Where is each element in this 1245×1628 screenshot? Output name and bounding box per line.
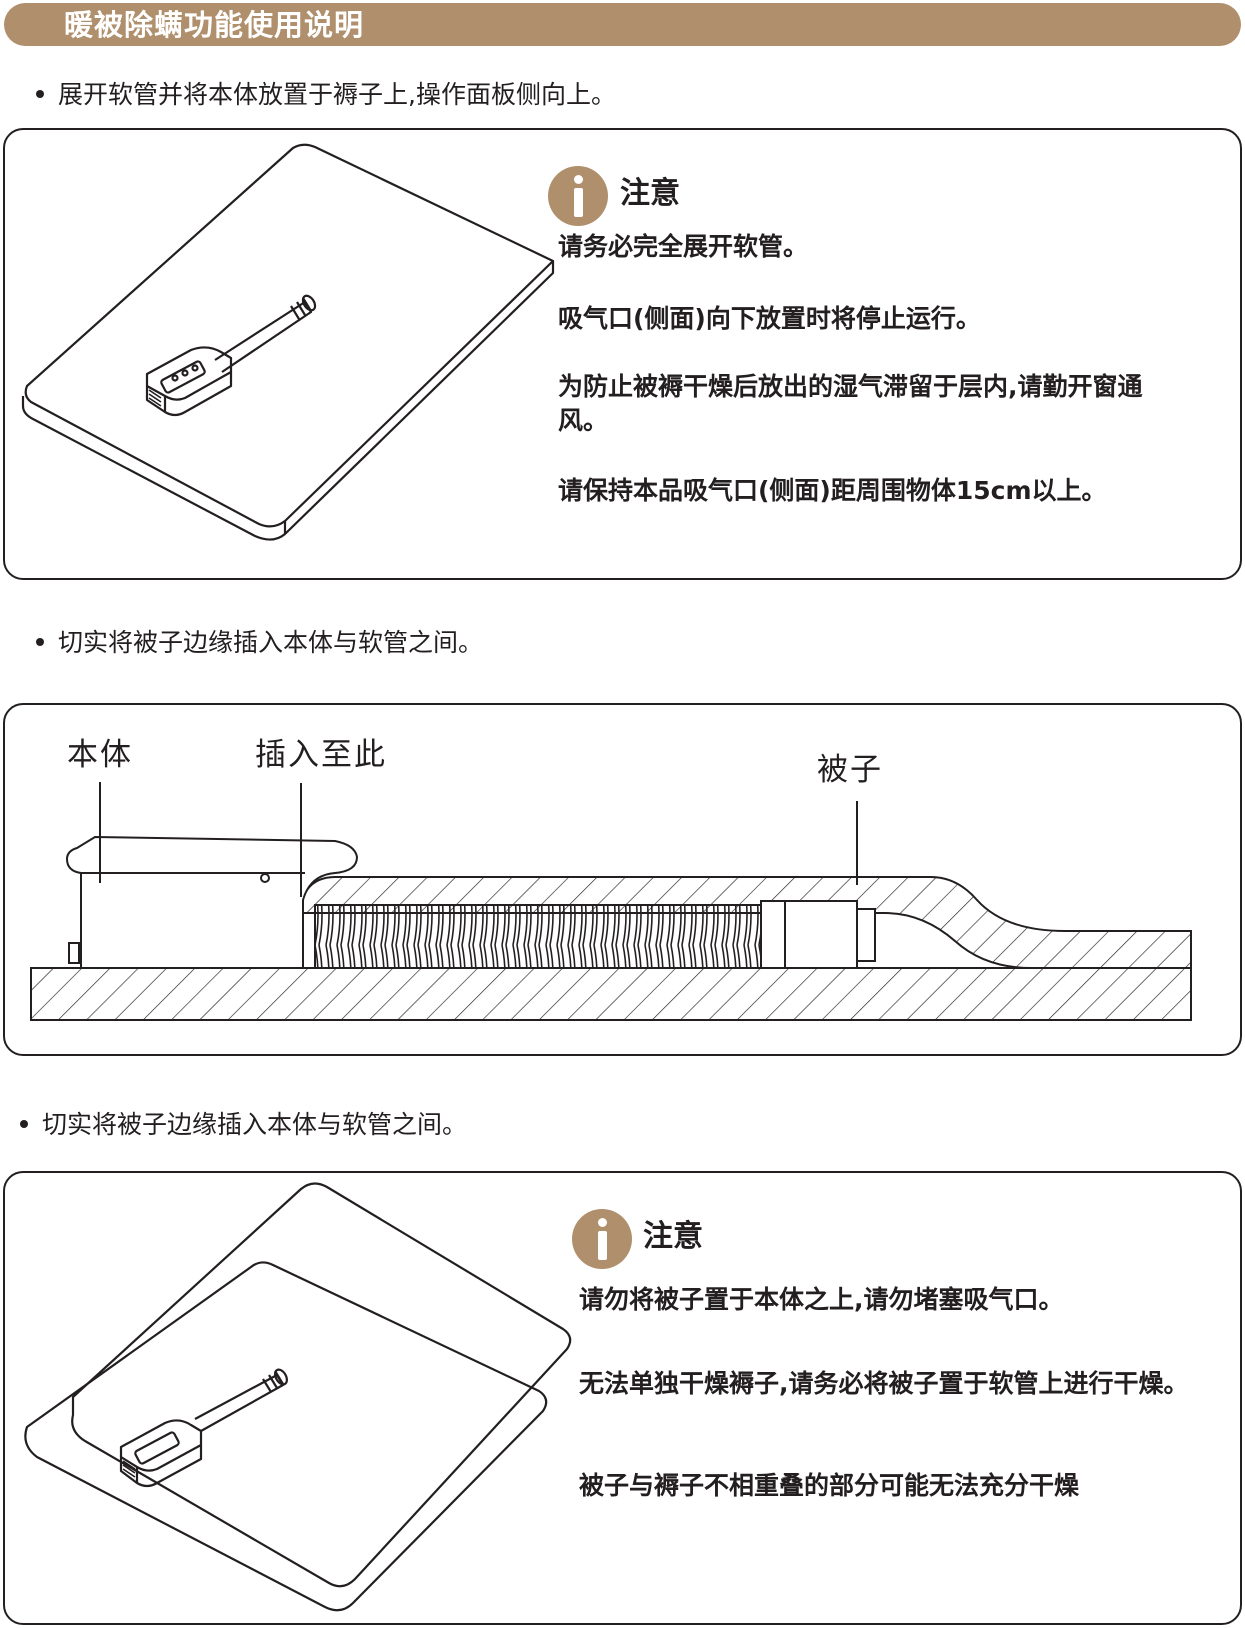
label-insert-here: 插入至此 — [255, 737, 387, 773]
header-bar: 暖被除螨功能使用说明 — [4, 3, 1241, 46]
instruction-2-text: 切实将被子边缘插入本体与软管之间。 — [58, 628, 484, 657]
device-side — [119, 1445, 203, 1488]
instruction-2: 切实将被子边缘插入本体与软管之间。 — [36, 626, 483, 660]
note-title-2: 注意 — [643, 1219, 703, 1254]
mattress-illustration — [21, 143, 555, 541]
note-3-1: 请勿将被子置于本体之上,请勿堵塞吸气口。 — [579, 1285, 1064, 1314]
mattress-outline — [24, 1261, 548, 1612]
panel-setup: 注意 请务必完全展开软管。 吸气口(侧面)向下放置时将停止运行。 为防止被褥干燥… — [3, 128, 1242, 580]
instruction-1: 展开软管并将本体放置于褥子上,操作面板侧向上。 — [36, 78, 616, 112]
instruction-3-text: 切实将被子边缘插入本体与软管之间。 — [42, 1110, 468, 1139]
note-3-2: 无法单独干燥褥子,请务必将被子置于软管上进行干燥。 — [579, 1369, 1189, 1398]
note-1-3: 为防止被褥干燥后放出的湿气滞留于层内,请勤开窗通风。 — [558, 372, 1143, 435]
note-1-1: 请务必完全展开软管。 — [558, 232, 809, 261]
info-icon — [548, 166, 608, 226]
label-body: 本体 — [67, 737, 133, 773]
quilt-outline — [71, 1182, 572, 1588]
device-side — [145, 372, 233, 417]
panel-cross-section: 本体 插入至此 被子 — [3, 703, 1242, 1056]
hose-connector — [760, 900, 858, 969]
cross-section-diagram — [30, 782, 1192, 1021]
note-3-3: 被子与褥子不相重叠的部分可能无法充分干燥 — [579, 1471, 1080, 1500]
device-top — [119, 1419, 203, 1472]
bullet-dot — [20, 1120, 28, 1128]
note-1-4: 请保持本品吸气口(侧面)距周围物体15cm以上。 — [558, 476, 1107, 505]
mattress-top — [24, 143, 555, 528]
label-quilt: 被子 — [817, 752, 883, 788]
hose — [194, 1373, 285, 1432]
bullet-dot — [36, 638, 44, 646]
device-section — [65, 835, 359, 969]
mattress-section — [30, 967, 1192, 1021]
device-top — [145, 346, 233, 401]
note-title-1: 注意 — [620, 176, 680, 211]
instruction-3: 切实将被子边缘插入本体与软管之间。 — [20, 1108, 467, 1142]
panel-quilt-placement: 注意 请勿将被子置于本体之上,请勿堵塞吸气口。 无法单独干燥褥子,请务必将被子置… — [3, 1171, 1242, 1625]
mattress-edge — [21, 261, 555, 541]
note-1-2: 吸气口(侧面)向下放置时将停止运行。 — [558, 304, 981, 333]
page-title: 暖被除螨功能使用说明 — [64, 8, 365, 42]
info-icon — [572, 1209, 632, 1269]
instruction-1-text: 展开软管并将本体放置于褥子上,操作面板侧向上。 — [58, 80, 616, 109]
bullet-dot — [36, 90, 44, 98]
quilt-placement-illustration — [24, 1182, 572, 1612]
hose-section — [314, 904, 762, 969]
hose — [214, 300, 313, 373]
quilt-section — [300, 876, 1192, 969]
